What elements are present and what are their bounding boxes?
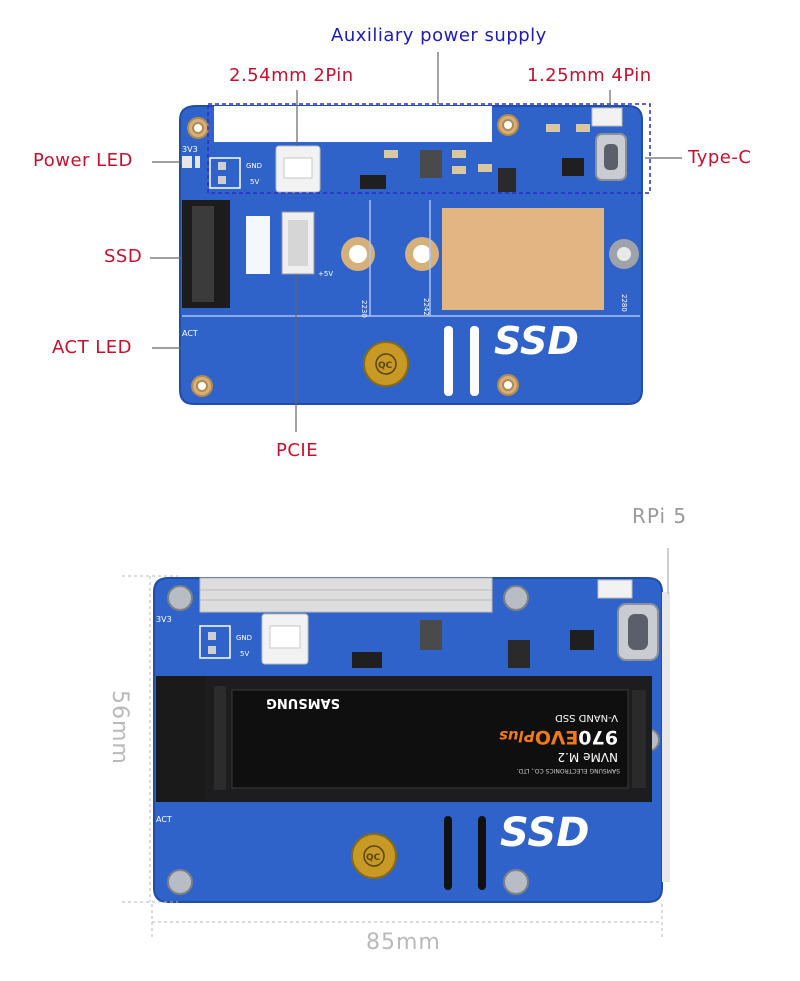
label-ssd: SSD bbox=[104, 246, 143, 267]
top-gpio-cutout bbox=[214, 106, 492, 142]
ssd-model-prefix: 970 bbox=[578, 726, 618, 748]
top-silk-2230: 2230 bbox=[360, 300, 368, 318]
top-thermal-pad bbox=[442, 208, 604, 310]
top-silk-gnd: GND bbox=[246, 162, 262, 170]
top-4pin-connector bbox=[591, 107, 623, 127]
bottom-m2-slot bbox=[156, 676, 206, 802]
top-silk-5v: 5V bbox=[250, 178, 259, 186]
label-act-led: ACT LED bbox=[52, 337, 133, 358]
label-rpi5: RPi 5 bbox=[632, 504, 688, 528]
bottom-gpio-strip bbox=[199, 577, 493, 613]
ssd-brand: SAMSUNG bbox=[266, 695, 340, 710]
bottom-components bbox=[352, 620, 594, 668]
top-silk-3v3: 3V3 bbox=[182, 145, 198, 154]
top-qc-badge bbox=[363, 341, 409, 387]
ssd-model-plus: Plus bbox=[499, 727, 535, 745]
top-silk-2242: 2242 bbox=[422, 298, 430, 316]
top-ssd-logo: SSD bbox=[494, 319, 579, 363]
bottom-ssd-logo: SSD bbox=[500, 810, 589, 856]
rpi5-edge bbox=[662, 592, 670, 882]
dim-width: 85mm bbox=[366, 930, 441, 955]
top-mount-holes bbox=[187, 114, 519, 397]
top-slot-bar-2 bbox=[470, 326, 479, 396]
top-slot-bar-1 bbox=[444, 326, 453, 396]
top-silk-2280: 2280 bbox=[620, 294, 628, 312]
bottom-qc-text: QC bbox=[366, 853, 381, 863]
top-2pin-header-outline bbox=[209, 157, 241, 189]
bottom-silk-5v: 5V bbox=[240, 650, 249, 658]
top-silk-plus5v: +5V bbox=[318, 270, 333, 278]
top-qc-text: QC bbox=[378, 361, 393, 371]
bottom-silk-gnd: GND bbox=[236, 634, 252, 642]
label-125mm-4pin: 1.25mm 4Pin bbox=[527, 65, 652, 86]
label-254mm-2pin: 2.54mm 2Pin bbox=[229, 65, 354, 86]
label-power-led: Power LED bbox=[33, 150, 133, 171]
top-components bbox=[360, 124, 590, 192]
dim-height: 56mm bbox=[107, 690, 132, 765]
top-power-led bbox=[182, 156, 192, 168]
top-leaders bbox=[150, 52, 682, 432]
label-type-c: Type-C bbox=[688, 147, 752, 168]
top-silk-act: ACT bbox=[182, 329, 198, 338]
bottom-qc-badge bbox=[351, 833, 397, 879]
bottom-ssd-label bbox=[231, 689, 629, 789]
bottom-4pin-connector bbox=[597, 579, 633, 599]
dimension-lines bbox=[122, 575, 663, 940]
bottom-silk-act: ACT bbox=[156, 815, 172, 824]
ssd-maker: SAMSUNG ELECTRONICS CO., LTD. bbox=[517, 767, 620, 774]
ssd-interface: NVMe M.2 bbox=[557, 750, 618, 764]
label-pcie: PCIE bbox=[276, 440, 319, 461]
bottom-silk-3v3: 3V3 bbox=[156, 615, 172, 624]
ssd-model-evo: EVO bbox=[535, 726, 579, 748]
svg-text:970EVOPlus: 970EVOPlus bbox=[499, 726, 618, 748]
ssd-type: V-NAND SSD bbox=[555, 712, 618, 723]
top-aux-box bbox=[207, 103, 651, 194]
label-auxiliary-power: Auxiliary power supply bbox=[331, 25, 547, 46]
